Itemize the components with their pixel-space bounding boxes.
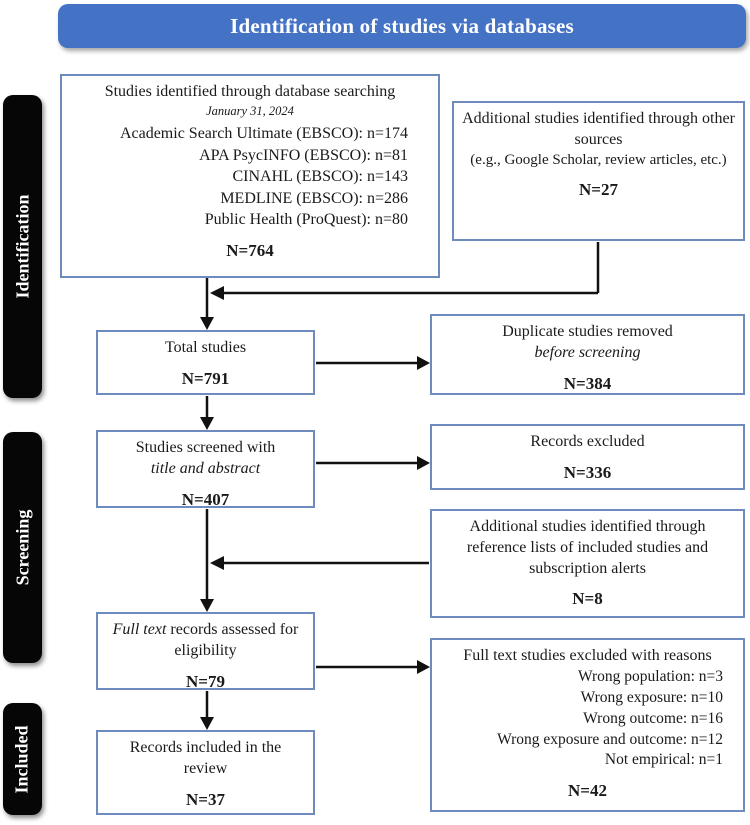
exclusion-reason: Wrong exposure: n=10 xyxy=(580,688,723,706)
n-total: N=407 xyxy=(181,489,230,509)
search-date: January 31, 2024 xyxy=(206,103,294,118)
diagram-title: Identification of studies via databases xyxy=(230,13,574,38)
box-title-italic-part: Full text xyxy=(112,621,167,638)
stage-label-identification: Identification xyxy=(3,95,42,398)
box-subtext: before screening xyxy=(534,343,641,361)
n-total: N=336 xyxy=(563,462,612,482)
box-full-text-excluded: Full text studies excluded with reasons … xyxy=(430,638,745,812)
n-total: N=384 xyxy=(563,373,612,393)
stage-label-text: Screening xyxy=(12,509,33,586)
box-records-excluded: Records excluded N=336 xyxy=(430,424,745,490)
exclusion-reason: Wrong exposure and outcome: n=12 xyxy=(497,730,723,748)
box-reference-lists: Additional studies identified through re… xyxy=(430,509,745,618)
box-records-included: Records included in the review N=37 xyxy=(96,730,315,815)
db-source-line: Public Health (ProQuest): n=80 xyxy=(204,211,408,229)
box-database-searching: Studies identified through database sear… xyxy=(60,74,440,278)
box-title: Full text records assessed for eligibili… xyxy=(106,620,305,662)
box-title: Total studies xyxy=(164,339,247,356)
n-total: N=8 xyxy=(572,589,603,609)
exclusion-reason: Wrong population: n=3 xyxy=(577,667,723,685)
db-source-line: MEDLINE (EBSCO): n=286 xyxy=(220,189,408,207)
stage-label-screening: Screening xyxy=(3,432,42,663)
box-title: Duplicate studies removed xyxy=(502,323,673,340)
exclusion-reason: Wrong outcome: n=16 xyxy=(583,709,723,727)
stage-label-text: Included xyxy=(12,724,32,794)
box-subtext: title and abstract xyxy=(150,459,261,477)
db-source-line: Academic Search Ultimate (EBSCO): n=174 xyxy=(119,125,408,143)
box-studies-screened: Studies screened with title and abstract… xyxy=(96,430,315,509)
db-source-line: APA PsycINFO (EBSCO): n=81 xyxy=(199,146,408,164)
n-total: N=37 xyxy=(186,789,225,809)
n-total: N=79 xyxy=(186,671,225,691)
box-title: Full text studies excluded with reasons xyxy=(463,647,712,664)
box-full-text-assessed: Full text records assessed for eligibili… xyxy=(96,612,315,691)
stage-label-text: Identification xyxy=(12,194,33,299)
box-total-studies: Total studies N=791 xyxy=(96,330,315,395)
box-title: Studies identified through database sear… xyxy=(104,83,396,100)
n-total: N=791 xyxy=(181,368,230,388)
box-title: Records excluded xyxy=(530,433,645,450)
box-title: Studies screened with xyxy=(135,439,276,456)
diagram-title-banner: Identification of studies via databases xyxy=(58,4,746,48)
exclusion-reason: Not empirical: n=1 xyxy=(604,751,723,769)
box-title: Additional studies identified through re… xyxy=(466,518,709,577)
box-title-rest: records assessed for eligibility xyxy=(166,621,299,659)
box-other-sources: Additional studies identified through ot… xyxy=(452,101,745,241)
n-total: N=764 xyxy=(226,241,274,261)
box-title: Additional studies identified through ot… xyxy=(462,110,735,148)
stage-label-included: Included xyxy=(3,703,42,815)
db-source-line: CINAHL (EBSCO): n=143 xyxy=(232,168,408,186)
box-title: Records included in the review xyxy=(129,739,282,777)
box-duplicates-removed: Duplicate studies removed before screeni… xyxy=(430,314,745,395)
box-subtext: (e.g., Google Scholar, review articles, … xyxy=(470,151,727,168)
n-total: N=42 xyxy=(568,781,607,801)
n-total: N=27 xyxy=(579,180,618,200)
